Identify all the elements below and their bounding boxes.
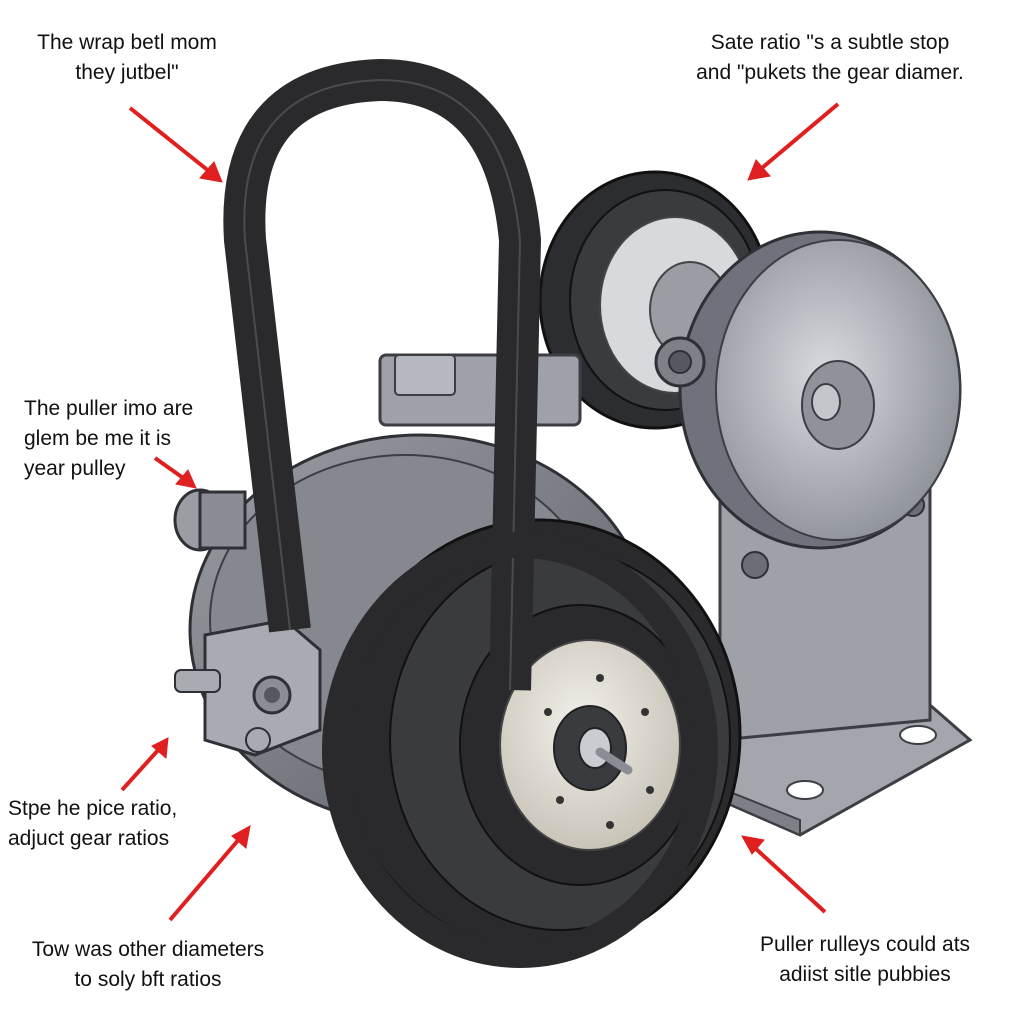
callout-mid-left-line3: year pulley bbox=[24, 457, 126, 480]
drive-belt bbox=[223, 59, 718, 968]
callout-top-left-line1: The wrap betl mom bbox=[37, 31, 217, 54]
callout-mid-left-line1: The puller imo are bbox=[24, 397, 194, 420]
red-arrow-icon bbox=[741, 835, 827, 914]
red-arrow-icon bbox=[153, 456, 197, 489]
callout-top-left-line2: they jutbel" bbox=[75, 61, 179, 84]
callout-low-left-line2: adjuct gear ratios bbox=[8, 827, 170, 850]
callout-bottom-right-line1: Puller rulleys could ats bbox=[759, 933, 971, 956]
callout-top-right-line1: Sate ratio "s a subtle stop bbox=[710, 31, 950, 54]
callout-low-left: Stpe he pice ratio, adjuct gear ratios bbox=[8, 794, 177, 854]
callout-bottom-left: Tow was other diameters to soly bft rati… bbox=[8, 935, 288, 995]
red-arrow-icon bbox=[747, 102, 840, 181]
callout-top-left: The wrap betl mom they jutbel" bbox=[12, 28, 242, 88]
callout-top-right: Sate ratio "s a subtle stop and "pukets … bbox=[660, 28, 1000, 88]
callout-mid-left: The puller imo are glem be me it is year… bbox=[24, 394, 193, 484]
callout-top-right-line2: and "pukets the gear diamer. bbox=[696, 61, 964, 84]
callout-bottom-left-line2: to soly bft ratios bbox=[74, 968, 222, 991]
callout-bottom-right: Puller rulleys could ats adiist sitle pu… bbox=[735, 930, 995, 990]
large-flywheel-disc bbox=[654, 230, 962, 550]
red-arrow-icon bbox=[120, 737, 169, 792]
callout-low-left-line1: Stpe he pice ratio, bbox=[8, 797, 178, 820]
red-arrow-icon bbox=[128, 106, 223, 183]
callout-bottom-left-line1: Tow was other diameters bbox=[31, 938, 265, 961]
callout-bottom-right-line2: adiist sitle pubbies bbox=[779, 963, 951, 986]
red-arrow-icon bbox=[168, 825, 251, 922]
callout-mid-left-line2: glem be me it is bbox=[24, 427, 172, 450]
